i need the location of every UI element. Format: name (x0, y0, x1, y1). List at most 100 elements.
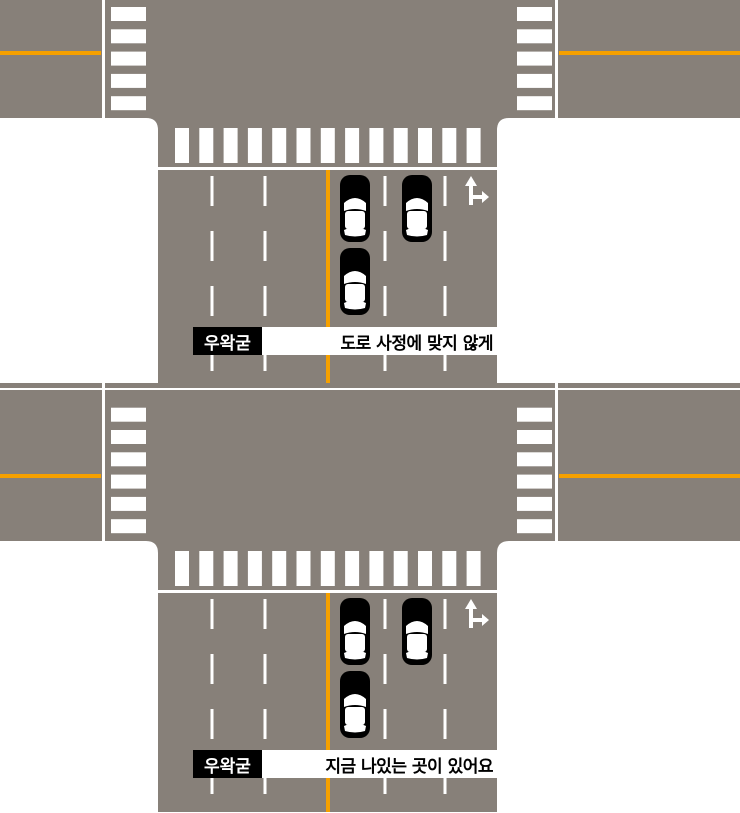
crosswalk-stripe (247, 551, 262, 586)
car-windshield (406, 621, 428, 634)
lane-dash (443, 654, 447, 684)
crosswalk-stripe (320, 551, 335, 586)
straight-right-arrow-icon (465, 176, 489, 205)
stop-line-left (102, 0, 105, 118)
crosswalk-stripe (369, 551, 384, 586)
lane-dash (210, 286, 214, 316)
lane-dash (383, 709, 387, 739)
car-windshield (344, 271, 366, 284)
lane-dash (443, 709, 447, 739)
crosswalk-stripe (517, 452, 552, 467)
center-line-left (0, 51, 101, 55)
crosswalk-stripe (393, 128, 408, 163)
car-icon (402, 598, 432, 665)
lane-dash (210, 764, 214, 794)
lane-dash (443, 599, 447, 629)
caption-text: 지금 나있는 곳이 있어요 (262, 750, 497, 778)
lane-dash (210, 599, 214, 629)
crosswalk-stripe (393, 551, 408, 586)
center-line (326, 593, 330, 812)
crosswalk-stripe (111, 51, 146, 66)
straight-right-arrow-icon (465, 599, 489, 628)
stop-line (158, 167, 497, 170)
car-icon (340, 248, 370, 315)
caption-bar: 우왁굳 지금 나있는 곳이 있어요 (193, 750, 497, 778)
panel-2: 우왁굳 지금 나있는 곳이 있어요 (0, 423, 740, 813)
car-roof (407, 211, 427, 229)
crosswalk-stripe (272, 128, 287, 163)
crosswalk-stripe (111, 474, 146, 489)
car-rear-window (344, 650, 366, 660)
lane-dash (263, 599, 267, 629)
lane-dash (210, 709, 214, 739)
lane-dash (210, 654, 214, 684)
crosswalk-stripe (442, 551, 457, 586)
crosswalk-stripe (517, 29, 552, 44)
lane-dash (263, 231, 267, 261)
crosswalk-stripe (111, 7, 146, 21)
car-roof (407, 634, 427, 652)
lane-dash (263, 709, 267, 739)
lane-dash (263, 341, 267, 371)
caption-bar: 우왁굳 도로 사정에 맞지 않게 (193, 327, 497, 355)
center-line-left (0, 474, 101, 478)
car-rear-window (344, 723, 366, 733)
lane-dash (443, 764, 447, 794)
car-roof (345, 211, 365, 229)
center-line-right (559, 474, 740, 478)
crosswalk-stripe (199, 128, 214, 163)
lane-dash (383, 341, 387, 371)
lane-dash (383, 231, 387, 261)
crosswalk-stripe (320, 128, 335, 163)
center-line (326, 170, 330, 390)
crosswalk-stripe (111, 430, 146, 444)
crosswalk-stripe (517, 430, 552, 444)
car-rear-window (406, 227, 428, 237)
lane-dash (383, 286, 387, 316)
intersection (0, 0, 740, 390)
car-rear-window (406, 650, 428, 660)
car-rear-window (344, 227, 366, 237)
crosswalk-stripe (517, 519, 552, 534)
lane-dash (263, 176, 267, 206)
stop-line-right (555, 383, 558, 541)
car-windshield (344, 694, 366, 707)
crosswalk-stripe (517, 96, 552, 111)
crosswalk-stripe (111, 96, 146, 111)
panel-divider (0, 388, 740, 390)
car-icon (340, 598, 370, 665)
crosswalk-stripe (111, 407, 146, 422)
crosswalk-stripe (517, 407, 552, 422)
panel-1: 우왁굳 도로 사정에 맞지 않게 (0, 0, 740, 390)
lane-dash (383, 176, 387, 206)
crosswalk-stripe (247, 128, 262, 163)
crosswalk-stripe (111, 452, 146, 467)
crosswalk-stripe (199, 551, 214, 586)
caption-text: 도로 사정에 맞지 않게 (262, 327, 497, 355)
crosswalk-stripe (418, 128, 432, 163)
lane-dash (443, 231, 447, 261)
crosswalk-stripe (345, 551, 360, 586)
lane-dash (210, 231, 214, 261)
crosswalk-stripe (223, 128, 238, 163)
crosswalk-stripe (111, 73, 146, 88)
car-windshield (344, 621, 366, 634)
car-icon (340, 175, 370, 242)
crosswalk-stripe (517, 474, 552, 489)
car-rear-window (344, 300, 366, 310)
stop-line-left (102, 383, 105, 541)
crosswalk-stripe (466, 551, 481, 586)
lane-dash (443, 341, 447, 371)
crosswalk-stripe (223, 551, 238, 586)
lane-dash (383, 654, 387, 684)
car-icon (340, 671, 370, 738)
lane-dash (210, 176, 214, 206)
lane-dash (263, 764, 267, 794)
lane-dash (263, 286, 267, 316)
crosswalk-stripe (418, 551, 432, 586)
crosswalk-stripe (272, 551, 287, 586)
crosswalk-stripe (175, 551, 189, 586)
crosswalk-stripe (517, 496, 552, 511)
lane-dash (383, 764, 387, 794)
crosswalk-stripe (517, 7, 552, 21)
